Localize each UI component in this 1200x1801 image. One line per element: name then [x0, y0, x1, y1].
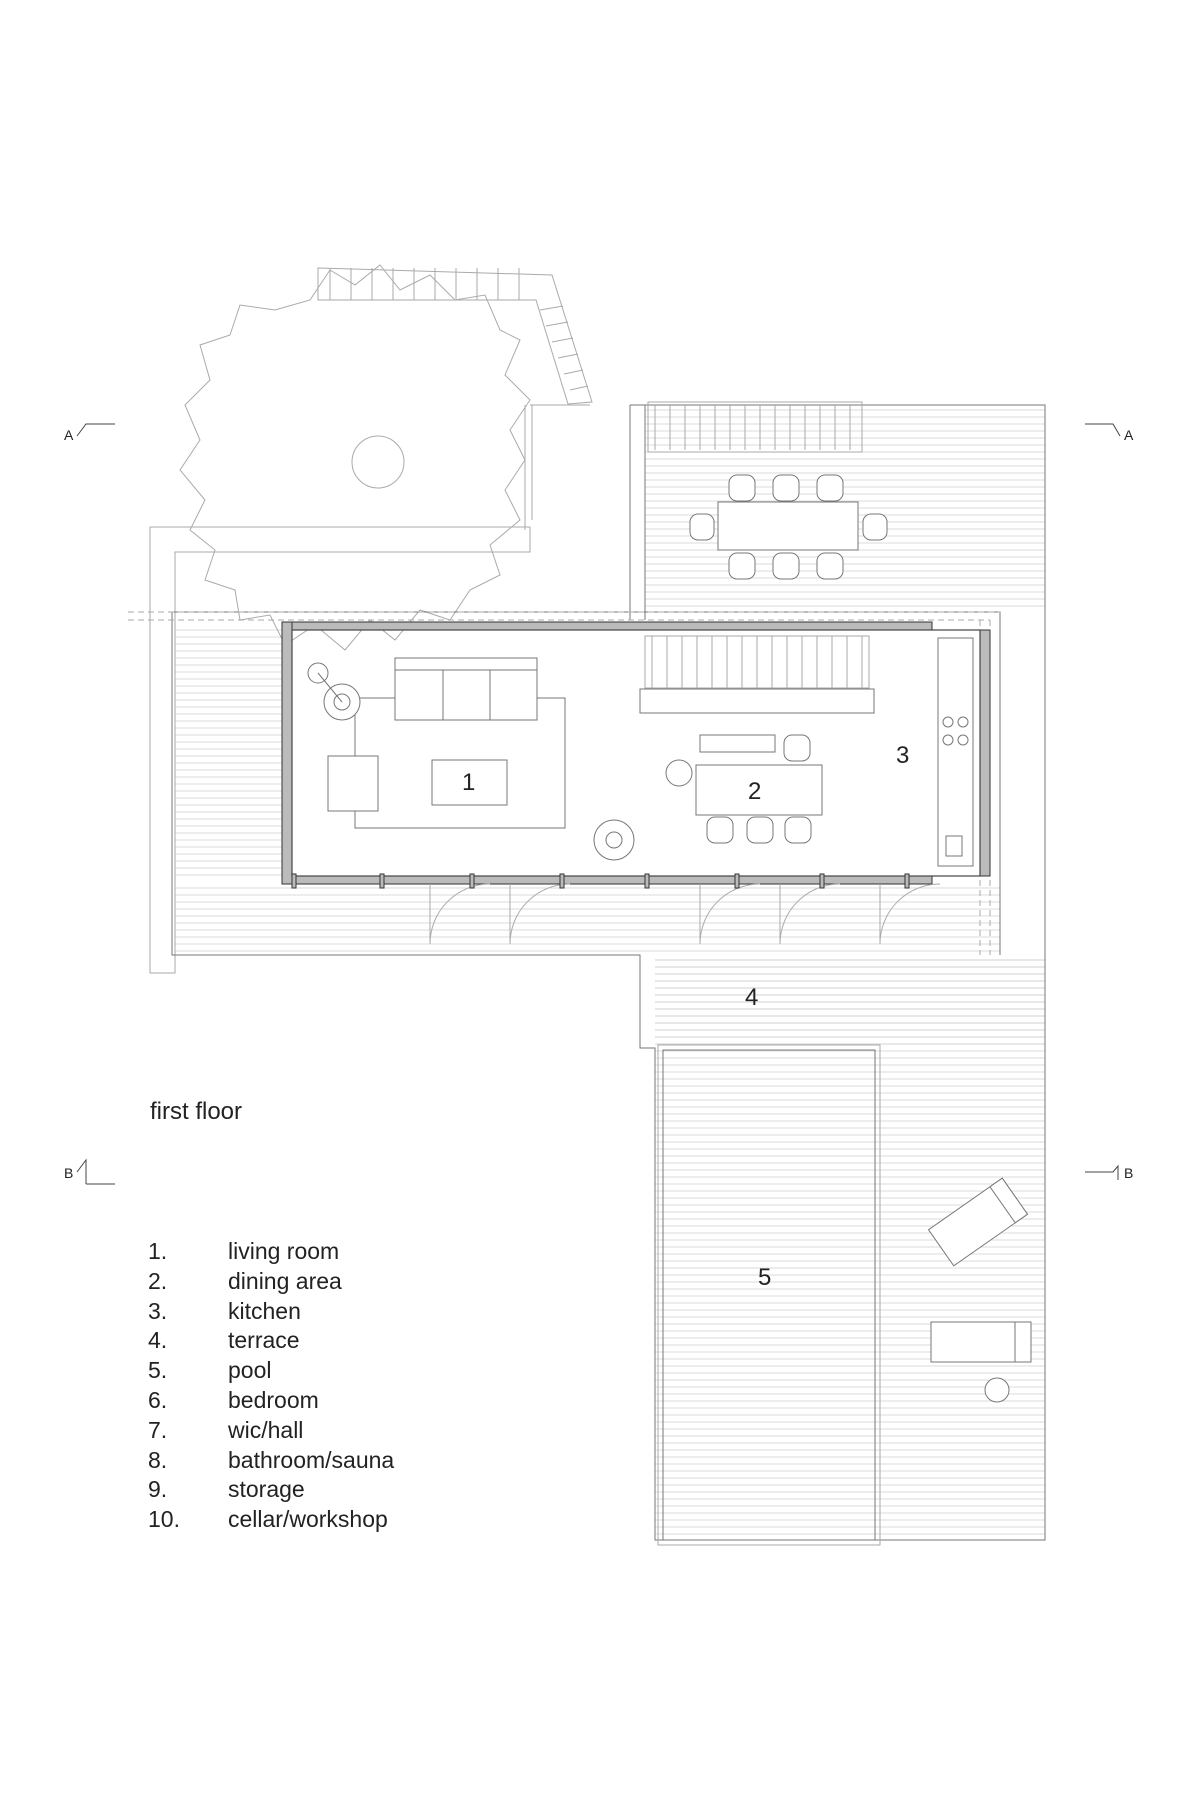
interior-stair — [644, 635, 870, 689]
section-marker-a-right: A — [1085, 423, 1134, 443]
svg-text:B: B — [1124, 1165, 1133, 1181]
legend-label: living room — [228, 1238, 340, 1264]
garden-stair — [317, 267, 593, 405]
svg-text:A: A — [1124, 427, 1134, 443]
legend-item: 10. cellar/workshop — [148, 1505, 394, 1535]
legend-item: 9. storage — [148, 1475, 394, 1505]
side-table — [984, 1377, 1010, 1403]
terrace-decking — [175, 409, 1045, 1535]
stair-storage-bench — [639, 688, 875, 714]
pool-coping — [657, 1044, 881, 1546]
legend-label: terrace — [228, 1327, 300, 1354]
legend-number: 1. — [148, 1238, 168, 1264]
tree-trunk — [351, 435, 405, 489]
outdoor-dining-table — [717, 501, 859, 551]
legend-item: 7. wic/hall — [148, 1416, 394, 1446]
armchair — [327, 755, 379, 812]
tree-canopy — [179, 264, 531, 651]
dining-bench — [699, 734, 776, 753]
legend-number: 9. — [148, 1476, 168, 1503]
dining-chairs — [706, 734, 812, 844]
retaining-wall-edge — [524, 404, 590, 530]
outdoor-chairs — [689, 474, 888, 580]
pool-outline — [662, 1049, 876, 1541]
legend-number: 8. — [148, 1446, 168, 1473]
section-marker-a-left: A — [64, 423, 115, 443]
section-marker-b-right: B — [1085, 1164, 1133, 1181]
svg-text:A: A — [64, 427, 74, 443]
legend-item: 4. terrace — [148, 1326, 394, 1356]
deck-edge-dashed — [128, 611, 1000, 955]
legend-item: 3. kitchen — [148, 1297, 394, 1327]
legend-number: 2. — [148, 1267, 168, 1294]
room-label-2: 2 — [748, 778, 761, 805]
legend-item: 1. living room — [148, 1237, 394, 1267]
legend-item: 2. dining area — [148, 1267, 394, 1297]
sun-lounger — [927, 1177, 1029, 1267]
kitchen-counter — [937, 637, 974, 867]
svg-text:B: B — [64, 1165, 73, 1181]
legend-label: pool — [228, 1357, 272, 1384]
room-legend: 1. living room 2. dining area 3. kitchen 4. ter… — [148, 1237, 394, 1535]
sun-lounger — [930, 1321, 1032, 1363]
legend-label: wic/hall — [228, 1416, 304, 1443]
coffee-table — [431, 759, 508, 806]
dining-table — [695, 764, 823, 816]
dining-pendant — [665, 759, 693, 787]
kitchen-cooktop — [942, 716, 969, 857]
retaining-wall — [149, 526, 531, 974]
legend-number: 10. — [148, 1506, 180, 1533]
room-label-1: 1 — [462, 769, 475, 796]
room-label-5: 5 — [758, 1264, 771, 1291]
legend-label: storage — [228, 1476, 305, 1503]
legend-label: cellar/workshop — [228, 1506, 388, 1533]
house-walls — [281, 621, 991, 885]
legend-item: 8. bathroom/sauna — [148, 1446, 394, 1476]
legend-number: 3. — [148, 1297, 168, 1324]
legend-item: 6. bedroom — [148, 1386, 394, 1416]
terrace-doors — [291, 873, 941, 945]
legend-item: 5. pool — [148, 1356, 394, 1386]
section-marker-b-left: B — [64, 1158, 115, 1185]
legend-label: kitchen — [228, 1297, 301, 1324]
room-label-3: 3 — [896, 742, 909, 769]
legend-number: 6. — [148, 1386, 168, 1413]
upper-terrace-outline — [629, 404, 1046, 955]
floor-title: first floor — [150, 1098, 243, 1125]
legend-label: bathroom/sauna — [228, 1446, 395, 1473]
sofa — [394, 657, 538, 721]
legend-number: 7. — [148, 1416, 168, 1443]
terrace-stair — [647, 401, 863, 453]
legend-number: 5. — [148, 1357, 168, 1384]
legend-label: bedroom — [228, 1386, 319, 1413]
room-label-4: 4 — [745, 984, 758, 1011]
legend-number: 4. — [148, 1327, 168, 1354]
legend-label: dining area — [228, 1267, 342, 1294]
